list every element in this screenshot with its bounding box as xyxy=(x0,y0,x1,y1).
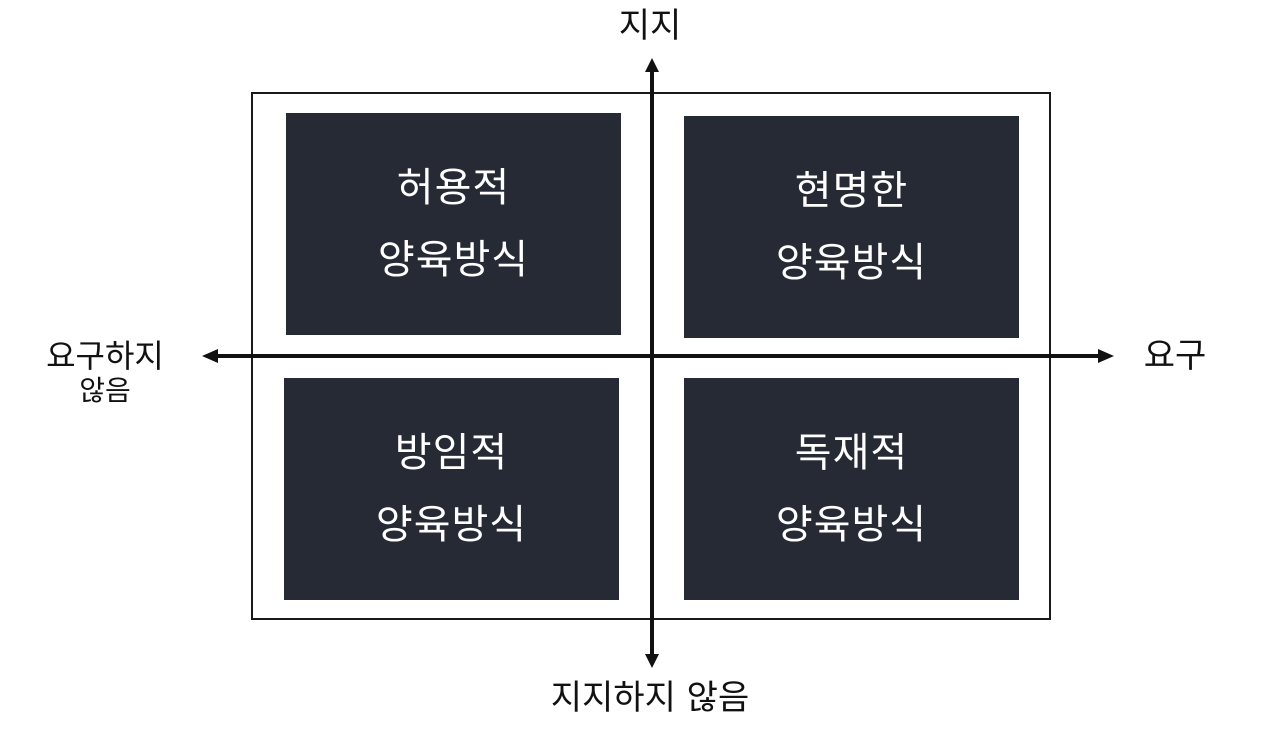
quadrant-neglectful: 방임적 양육방식 xyxy=(284,378,619,600)
left-arrowhead-icon xyxy=(202,349,218,363)
quadrant-authoritarian: 독재적 양육방식 xyxy=(684,378,1019,600)
quadrant-authoritative-subtitle: 양육방식 xyxy=(775,240,928,286)
quadrant-authoritative: 현명한 양육방식 xyxy=(684,116,1019,338)
quadrant-permissive: 허용적 양육방식 xyxy=(286,113,621,335)
axis-label-left: 요구하지 않음 xyxy=(30,338,180,408)
quadrant-permissive-title: 허용적 xyxy=(396,165,511,211)
up-arrowhead-icon xyxy=(645,58,659,72)
right-arrowhead-icon xyxy=(1098,349,1114,363)
axis-label-right: 요구 xyxy=(1143,336,1207,376)
axis-label-left-line2: 않음 xyxy=(79,374,131,407)
quadrant-authoritative-title: 현명한 xyxy=(794,168,909,214)
axis-label-left-line1: 요구하지 xyxy=(46,337,164,375)
quadrant-neglectful-title: 방임적 xyxy=(394,430,509,476)
quadrant-neglectful-subtitle: 양육방식 xyxy=(375,502,528,548)
quadrant-authoritarian-title: 독재적 xyxy=(794,430,909,476)
quadrant-permissive-subtitle: 양육방식 xyxy=(377,237,530,283)
axis-label-bottom: 지지하지 않음 xyxy=(550,678,750,718)
down-arrowhead-icon xyxy=(645,654,659,668)
quadrant-authoritarian-subtitle: 양육방식 xyxy=(775,502,928,548)
axis-label-top: 지지 xyxy=(618,6,682,46)
